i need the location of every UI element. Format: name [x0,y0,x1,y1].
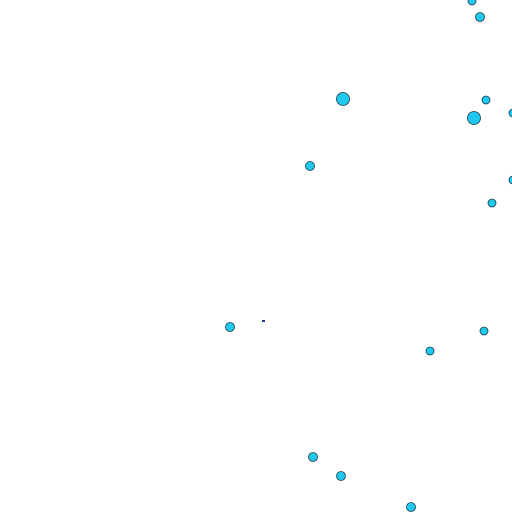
map-marker[interactable] [406,502,416,512]
map-marker[interactable] [467,111,481,125]
map-marker[interactable] [467,0,477,6]
map-marker[interactable] [479,326,489,336]
map-marker[interactable] [487,198,497,208]
map-marker[interactable] [475,12,485,22]
map-marker[interactable] [305,161,315,171]
map-marker[interactable] [425,346,435,356]
map-marker[interactable] [481,95,491,105]
center-marker [262,320,265,322]
map-marker[interactable] [336,471,346,481]
map-marker[interactable] [308,452,318,462]
map-marker[interactable] [225,322,235,332]
map-marker[interactable] [508,108,512,118]
map-marker[interactable] [508,175,512,185]
map-marker[interactable] [336,92,350,106]
